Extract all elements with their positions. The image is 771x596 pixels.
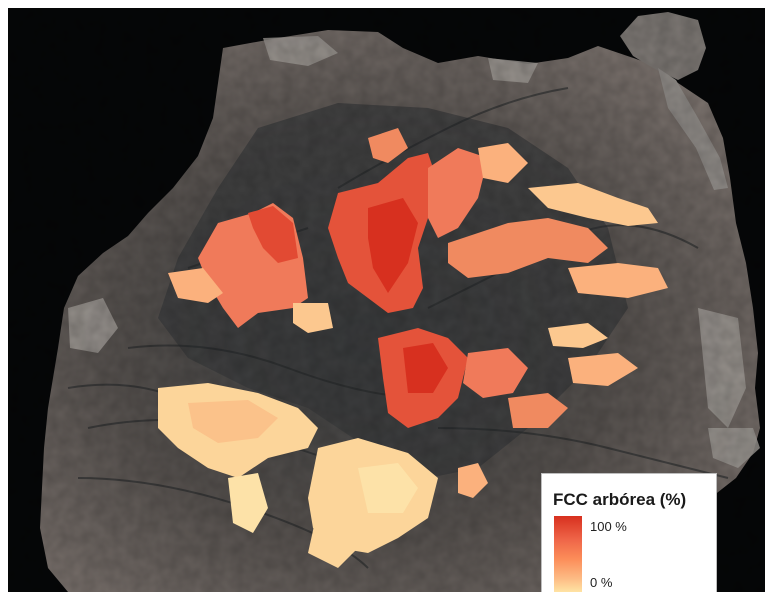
legend-min-label: 0 % [590,575,613,590]
legend-color-ramp [554,516,582,592]
canopy-cover-overlay [158,128,668,568]
map-frame[interactable]: FCC arbórea (%) 100 % 0 % [8,8,765,592]
satellite-map[interactable] [8,8,765,592]
legend-title: FCC arbórea (%) [553,490,687,509]
legend: FCC arbórea (%) 100 % 0 % [541,473,717,592]
legend-max-label: 100 % [590,519,627,534]
